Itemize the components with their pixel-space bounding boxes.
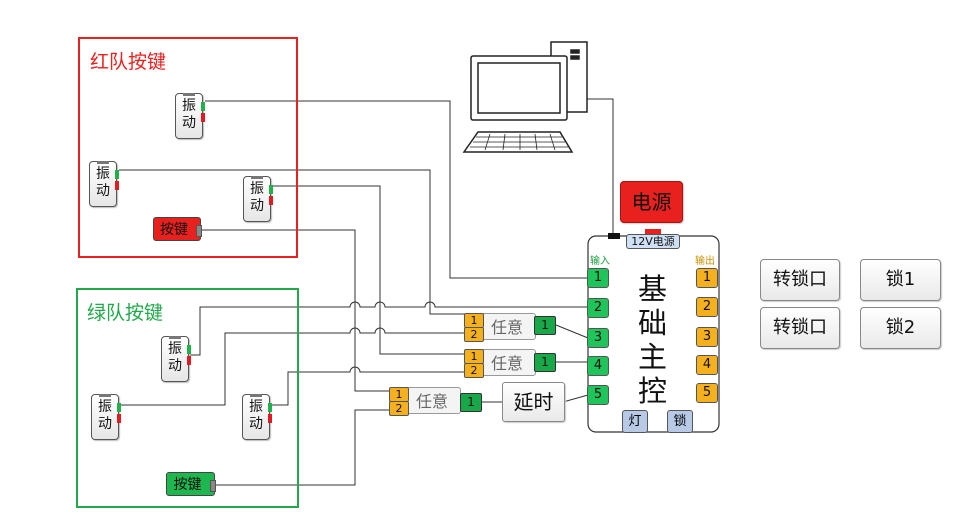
any2-output[interactable]: 1 [534,353,556,372]
delay-module[interactable]: 延时 [502,382,565,422]
lock-port[interactable]: 锁 [667,410,693,433]
green-vibration-sensor-2[interactable]: 振动 [91,394,121,440]
any1-output[interactable]: 1 [534,316,556,335]
lock-2-button[interactable]: 锁2 [860,307,941,349]
controller-title: 基础主控 [638,272,668,408]
wire-green-key [215,409,390,486]
output-label: 输出 [695,256,715,267]
any1-port-1[interactable]: 1 [464,313,484,328]
input-port-5[interactable]: 5 [587,385,609,405]
computer-icon [462,41,588,153]
sensor-label: 振动 [250,181,264,214]
any3-output[interactable]: 1 [460,393,482,412]
power-block[interactable]: 电源 [620,181,683,223]
key-label: 按键 [173,477,202,493]
input-port-4[interactable]: 4 [587,356,609,376]
power-tag: 12V电源 [626,234,680,249]
red-vibration-sensor-3[interactable]: 振动 [243,176,273,222]
any-label: 任意 [491,354,524,373]
wire-green-sensor-1 [190,301,588,356]
wire-green-sensor-3 [270,366,465,406]
input-port-2[interactable]: 2 [587,298,609,318]
red-vibration-sensor-1[interactable]: 振动 [175,93,205,139]
wire-red-key [201,229,390,392]
wire-any1-input3 [555,324,589,339]
green-vibration-sensor-3[interactable]: 振动 [242,394,272,440]
sensor-label: 振动 [96,166,110,199]
turn-lock-button-2[interactable]: 转锁口 [760,307,840,349]
any-label: 任意 [416,392,449,411]
red-key[interactable]: 按键 [153,217,202,241]
output-port-1[interactable]: 1 [696,268,718,288]
wire-red-sensor-1 [205,100,588,279]
green-team-title: 绿队按键 [87,302,164,324]
red-team-frame [78,37,298,258]
input-port-3[interactable]: 3 [587,328,609,348]
any3-port-2[interactable]: 2 [389,401,409,416]
sensor-label: 振动 [168,341,182,374]
wire-green-sensor-2 [120,327,465,406]
any2-port-1[interactable]: 1 [464,349,484,364]
output-port-5[interactable]: 5 [696,383,718,403]
green-key[interactable]: 按键 [166,472,216,496]
light-port[interactable]: 灯 [622,410,648,433]
turn-lock-button-1[interactable]: 转锁口 [760,259,840,301]
output-port-2[interactable]: 2 [696,297,718,317]
wire-red-sensor-2 [119,169,465,315]
output-port-3[interactable]: 3 [696,327,718,347]
any1-port-2[interactable]: 2 [464,327,484,342]
wire-pc-controller [573,98,614,236]
green-team-frame [76,288,299,508]
red-vibration-sensor-2[interactable]: 振动 [89,161,119,207]
key-label: 按键 [160,222,188,238]
wire-red-sensor-3 [272,185,465,355]
input-label: 输入 [590,256,610,267]
controller-connector [608,233,620,239]
wire-delay-input5 [562,394,589,403]
power-jack [645,229,661,235]
any2-port-2[interactable]: 2 [464,363,484,378]
sensor-label: 振动 [249,399,263,432]
sensor-label: 振动 [98,399,112,432]
output-port-4[interactable]: 4 [696,355,718,375]
input-port-1[interactable]: 1 [587,268,609,288]
any-label: 任意 [491,318,524,337]
lock-1-button[interactable]: 锁1 [860,259,941,301]
any3-port-1[interactable]: 1 [389,387,409,402]
red-team-title: 红队按键 [90,51,167,73]
sensor-label: 振动 [182,98,196,131]
green-vibration-sensor-1[interactable]: 振动 [161,336,191,382]
